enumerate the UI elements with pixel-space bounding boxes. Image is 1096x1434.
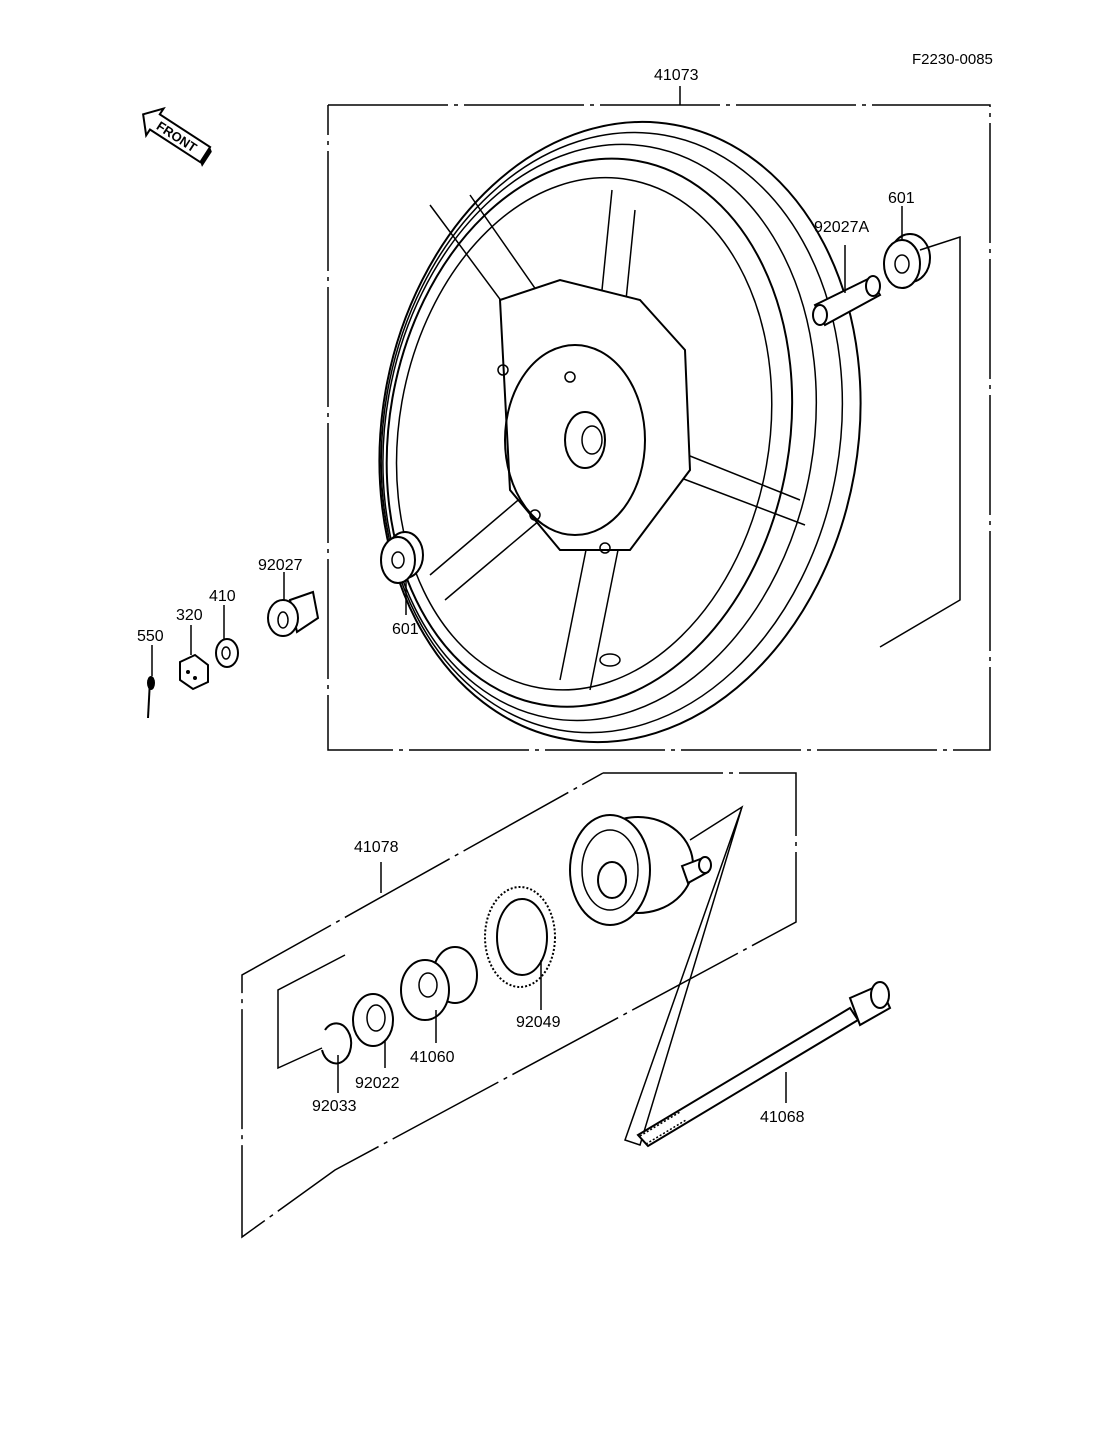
cotter-pin-550: [147, 676, 155, 719]
wheel-rim: [378, 120, 862, 744]
collar-92027a: [812, 275, 882, 327]
label-92022: 92022: [355, 1075, 400, 1092]
washer-410: [215, 638, 239, 668]
nut-320: [179, 653, 209, 691]
label-92033: 92033: [312, 1098, 357, 1115]
diagram-code: F2230-0085: [912, 51, 993, 68]
label-41060: 41060: [410, 1049, 455, 1066]
collar-92027: [267, 590, 320, 637]
gear-41060: [400, 946, 478, 1021]
washer-92022: [352, 993, 394, 1047]
label-92049: 92049: [516, 1014, 561, 1031]
label-320: 320: [176, 607, 203, 624]
label-601-left: 601: [392, 621, 419, 638]
label-550: 550: [137, 628, 164, 645]
front-arrow-icon: FRONT: [142, 106, 212, 167]
label-601-right: 601: [888, 190, 915, 207]
label-92027a: 92027A: [814, 219, 869, 236]
axle-41068: [636, 981, 892, 1148]
label-410: 410: [209, 588, 236, 605]
seal-92049: [484, 886, 556, 988]
label-41078: 41078: [354, 839, 399, 856]
wheel-hub: [497, 278, 692, 667]
label-41068: 41068: [760, 1109, 805, 1126]
bearing-601-left: [380, 531, 424, 584]
bearing-601-right: [883, 233, 931, 289]
wheel-group: 41073: [327, 67, 991, 751]
circlip-92033: [321, 1022, 353, 1065]
hub-assembly-group: 41078 92049 41060 92022: [241, 772, 892, 1239]
label-92027: 92027: [258, 557, 303, 574]
label-41073: 41073: [654, 67, 699, 84]
hub-drum: [569, 814, 712, 926]
